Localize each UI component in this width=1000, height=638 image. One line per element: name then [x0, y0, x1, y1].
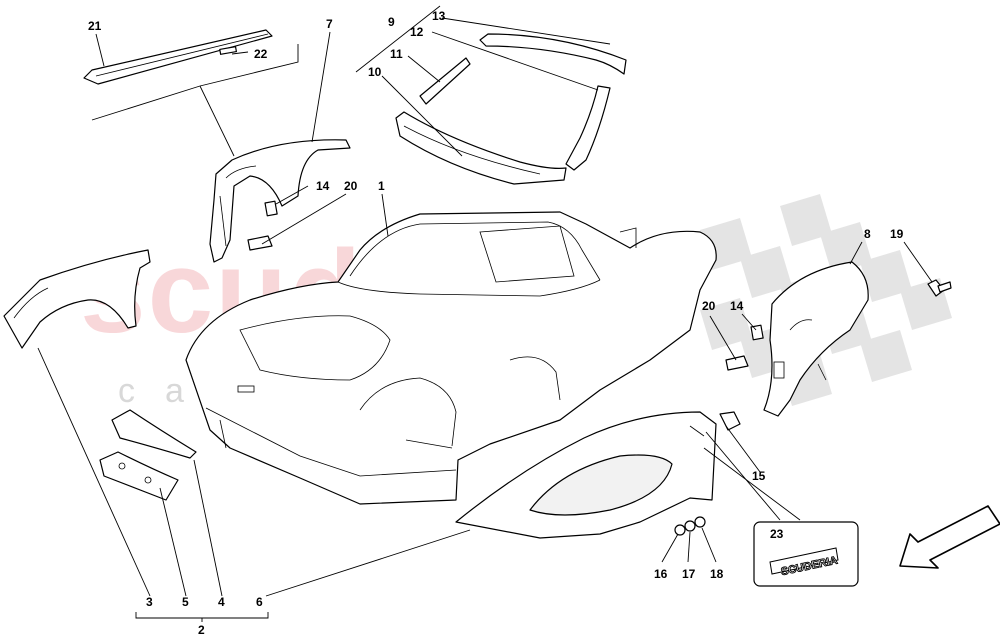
callout-4: 4 — [218, 595, 225, 609]
washers-16-18 — [674, 516, 706, 536]
callout-20-left: 20 — [344, 179, 358, 193]
callout-16: 16 — [654, 567, 668, 581]
part-4-panel — [111, 409, 197, 459]
callout-7: 7 — [326, 17, 333, 31]
part-14-plate-right — [750, 324, 764, 341]
part-12-pillar-trim — [565, 85, 611, 171]
part-8-quarter — [763, 261, 869, 417]
callout-10: 10 — [368, 65, 382, 79]
part-6-side-panel — [455, 411, 717, 539]
callout-8: 8 — [864, 227, 871, 241]
part-5-panel — [99, 451, 179, 501]
callout-5: 5 — [182, 595, 189, 609]
part-19-bolt — [927, 279, 952, 297]
callout-17: 17 — [682, 567, 696, 581]
callout-13: 13 — [432, 9, 446, 23]
callout-9: 9 — [388, 15, 395, 29]
callout-20-right: 20 — [702, 299, 716, 313]
part-22-clip — [219, 46, 237, 55]
part-1-body-shell — [185, 211, 717, 505]
part-20-pad-left — [247, 235, 273, 251]
callout-2: 2 — [198, 623, 205, 637]
callout-19: 19 — [890, 227, 904, 241]
part-3-fender — [3, 249, 151, 349]
callout-12: 12 — [410, 25, 424, 39]
callouts: 21 22 7 9 13 12 11 10 14 20 1 8 19 20 14… — [88, 9, 904, 637]
callout-14-right: 14 — [730, 299, 744, 313]
callout-3: 3 — [146, 595, 153, 609]
part-15-holder — [719, 411, 741, 431]
part-7-inner-panel — [209, 139, 351, 263]
part-20-pad-right — [725, 355, 749, 371]
callout-21: 21 — [88, 19, 102, 33]
callout-1: 1 — [378, 179, 385, 193]
callout-6: 6 — [256, 595, 263, 609]
callout-18: 18 — [710, 567, 724, 581]
part-14-plate-left — [264, 200, 278, 217]
callout-15: 15 — [752, 469, 766, 483]
part-10-frame — [395, 111, 567, 185]
part-23-badge-box: SCUDERIA — [753, 521, 859, 587]
part-13-trim — [479, 33, 627, 75]
part-11-strip — [419, 57, 471, 105]
callout-14-left: 14 — [316, 179, 330, 193]
callout-23: 23 — [770, 527, 784, 541]
leader-lines — [37, 5, 933, 622]
arrow-down-left-icon — [899, 505, 1000, 569]
callout-22: 22 — [254, 47, 268, 61]
part-21-rail — [83, 29, 273, 85]
callout-11: 11 — [390, 47, 403, 61]
